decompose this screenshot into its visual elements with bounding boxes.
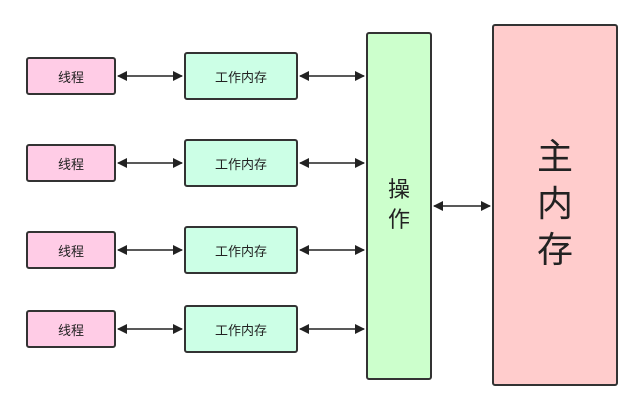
work-memory-box-3: 工作内存 [184, 226, 298, 274]
main-memory-label: 主内存 [537, 136, 574, 272]
thread-box-2: 线程 [26, 144, 116, 182]
work-memory-label: 工作内存 [214, 244, 267, 260]
thread-label: 线程 [57, 70, 84, 86]
thread-label: 线程 [57, 157, 84, 173]
thread-label: 线程 [57, 323, 84, 339]
work-memory-label: 工作内存 [214, 157, 267, 173]
thread-label: 线程 [57, 244, 84, 260]
work-memory-label: 工作内存 [214, 323, 267, 339]
work-memory-label: 工作内存 [214, 70, 267, 86]
thread-box-4: 线程 [26, 310, 116, 348]
operation-label: 操作 [388, 178, 411, 233]
thread-box-1: 线程 [26, 57, 116, 95]
operation-box: 操作 [366, 32, 432, 380]
work-memory-box-4: 工作内存 [184, 305, 298, 353]
main-memory-box: 主内存 [492, 24, 618, 386]
work-memory-box-2: 工作内存 [184, 139, 298, 187]
thread-box-3: 线程 [26, 231, 116, 269]
work-memory-box-1: 工作内存 [184, 52, 298, 100]
